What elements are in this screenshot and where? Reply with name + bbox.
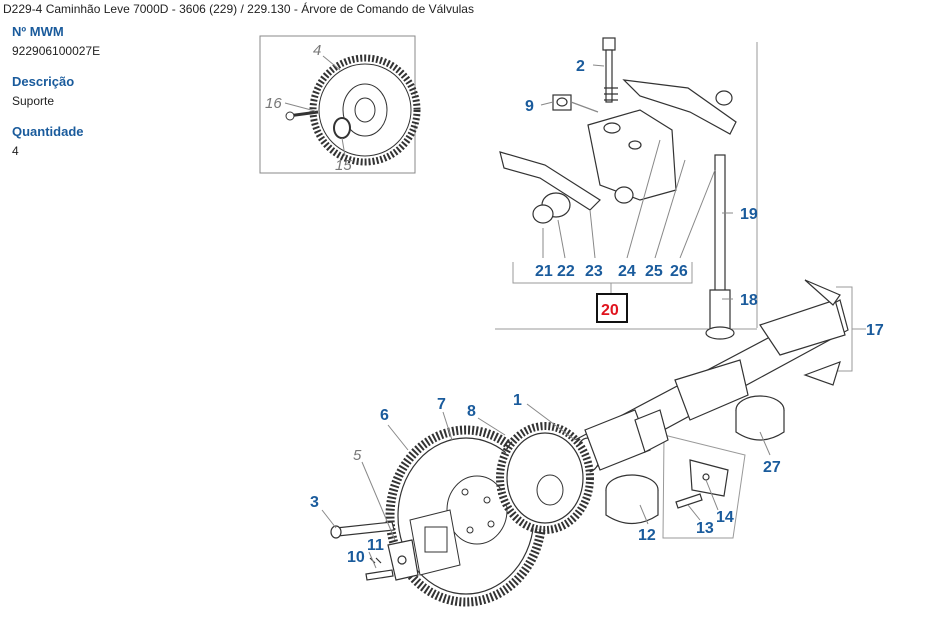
mwm-number-block: Nº MWM 922906100027E — [12, 24, 100, 58]
callout-5[interactable]: 5 — [353, 447, 362, 464]
quantity-block: Quantidade 4 — [12, 124, 84, 158]
callout-24[interactable]: 24 — [618, 263, 636, 280]
leader-lines — [321, 64, 771, 569]
callout-20[interactable]: 20 — [601, 302, 619, 319]
camshaft — [574, 279, 849, 473]
callout-27[interactable]: 27 — [763, 459, 781, 476]
quantity-label: Quantidade — [12, 124, 84, 139]
callout-15[interactable]: 15 — [335, 157, 352, 174]
callout-23[interactable]: 23 — [585, 263, 603, 280]
callout-26[interactable]: 26 — [670, 263, 688, 280]
callout-1[interactable]: 1 — [513, 392, 522, 409]
idler-gear — [496, 422, 594, 534]
callout-12[interactable]: 12 — [638, 527, 656, 544]
callout-14[interactable]: 14 — [716, 509, 734, 526]
callout-19[interactable]: 19 — [740, 206, 758, 223]
callout-6[interactable]: 6 — [380, 407, 389, 424]
callout-11[interactable]: 11 — [367, 537, 384, 554]
description-block: Descrição Suporte — [12, 74, 74, 108]
small-parts — [330, 395, 785, 581]
callout-8[interactable]: 8 — [467, 403, 476, 420]
callout-21[interactable]: 21 — [535, 263, 553, 280]
callout-22[interactable]: 22 — [557, 263, 575, 280]
callout-4[interactable]: 4 — [313, 42, 321, 59]
callout-2[interactable]: 2 — [576, 58, 585, 75]
description-label: Descrição — [12, 74, 75, 89]
callout-10[interactable]: 10 — [347, 549, 365, 566]
callouts: 4 16 15 2 9 19 21 22 23 24 25 26 18 20 1… — [265, 42, 884, 566]
inset-gear-detail — [259, 35, 421, 174]
quantity-value: 4 — [12, 144, 19, 158]
breadcrumb: D229-4 Caminhão Leve 7000D - 3606 (229) … — [3, 2, 474, 16]
callout-25[interactable]: 25 — [645, 263, 663, 280]
callout-16[interactable]: 16 — [265, 95, 282, 112]
callout-13[interactable]: 13 — [696, 520, 714, 537]
mwm-number-label: Nº MWM — [12, 24, 64, 39]
callout-18[interactable]: 18 — [740, 292, 758, 309]
callout-17[interactable]: 17 — [866, 322, 884, 339]
description-value: Suporte — [12, 94, 55, 108]
rocker-arm-assembly — [499, 37, 737, 340]
callout-9[interactable]: 9 — [525, 98, 534, 115]
mwm-number-value: 922906100027E — [12, 44, 101, 58]
callout-7[interactable]: 7 — [437, 396, 446, 413]
callout-3[interactable]: 3 — [310, 494, 319, 511]
highlight-box — [596, 293, 628, 323]
